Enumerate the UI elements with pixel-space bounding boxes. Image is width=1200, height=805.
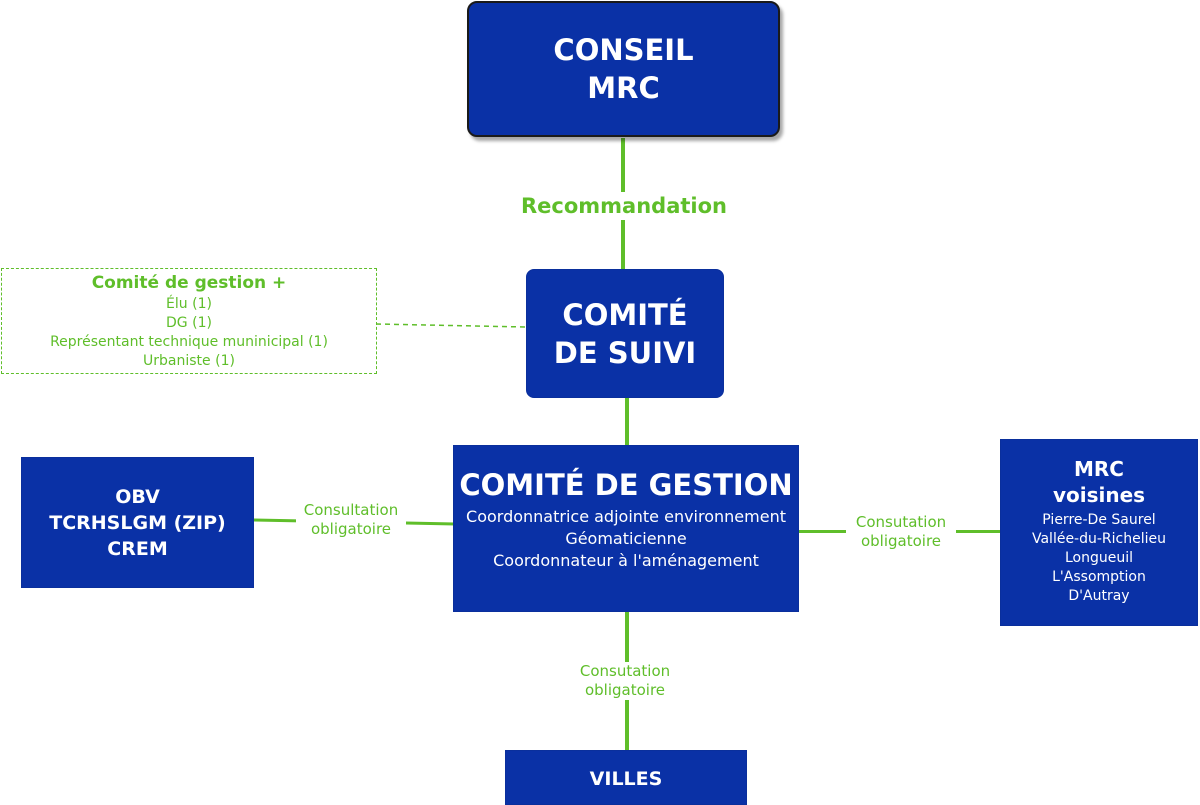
voisines-item: D'Autray: [1068, 588, 1130, 604]
label-right-line1: Consutation: [855, 513, 947, 531]
gestion-plus-item: DG (1): [166, 315, 212, 331]
voisines-item: Pierre-De Saurel: [1042, 512, 1156, 528]
voisines-title1: MRC: [1074, 457, 1124, 481]
gestion-plus-item: Représentant technique muninicipal (1): [50, 334, 328, 350]
gestion-item: Coordonnateur à l'aménagement: [493, 551, 759, 570]
obv-box: OBV TCRHSLGM (ZIP) CREM: [21, 457, 254, 588]
consultation-label-right: Consutation obligatoire: [846, 513, 956, 551]
suivi-line2: DE SUIVI: [553, 335, 697, 370]
obv-item: TCRHSLGM (ZIP): [49, 511, 226, 534]
recommandation-label: Recommandation: [500, 192, 748, 220]
label-right-line2: obligatoire: [860, 532, 942, 550]
conseil-line2: MRC: [587, 71, 660, 105]
gestion-title: COMITÉ DE GESTION: [459, 468, 793, 502]
gestion-plus-item: Élu (1): [166, 296, 212, 312]
voisines-item: Vallée-du-Richelieu: [1031, 531, 1166, 547]
consultation-label-left: Consultation obligatoire: [296, 501, 406, 539]
comite-suivi-box: COMITÉ DE SUIVI: [526, 269, 724, 398]
obv-item: OBV: [115, 485, 160, 508]
voisines-item: L'Assomption: [1052, 569, 1146, 585]
conseil-line1: CONSEIL: [553, 33, 694, 67]
comite-gestion-box: COMITÉ DE GESTION Coordonnatrice adjoint…: [453, 445, 799, 612]
mrc-voisines-box: MRC voisines Pierre-De Saurel Vallée-du-…: [1000, 439, 1198, 626]
voisines-title2: voisines: [1052, 483, 1146, 507]
comite-gestion-plus-box: Comité de gestion + Élu (1) DG (1) Repré…: [1, 268, 377, 374]
label-bottom-line1: Consutation: [579, 662, 671, 680]
label-left-line2: obligatoire: [310, 520, 392, 538]
dashed-connector-gestion-plus: [376, 323, 527, 328]
label-bottom-line2: obligatoire: [584, 681, 666, 699]
villes-label: VILLES: [589, 768, 663, 790]
obv-item: CREM: [107, 537, 168, 560]
consultation-label-bottom: Consutation obligatoire: [570, 662, 680, 700]
gestion-item: Géomaticienne: [565, 529, 687, 548]
gestion-item: Coordonnatrice adjointe environnement: [466, 507, 786, 526]
voisines-item: Longueuil: [1064, 550, 1134, 566]
conseil-mrc-box: CONSEIL MRC: [467, 1, 780, 137]
suivi-line1: COMITÉ: [562, 297, 688, 332]
label-left-line1: Consultation: [303, 501, 399, 519]
gestion-plus-title: Comité de gestion +: [91, 273, 287, 293]
villes-box: VILLES: [505, 750, 747, 805]
connector-suivi-gestion: [625, 398, 629, 446]
gestion-plus-item: Urbaniste (1): [143, 353, 235, 369]
